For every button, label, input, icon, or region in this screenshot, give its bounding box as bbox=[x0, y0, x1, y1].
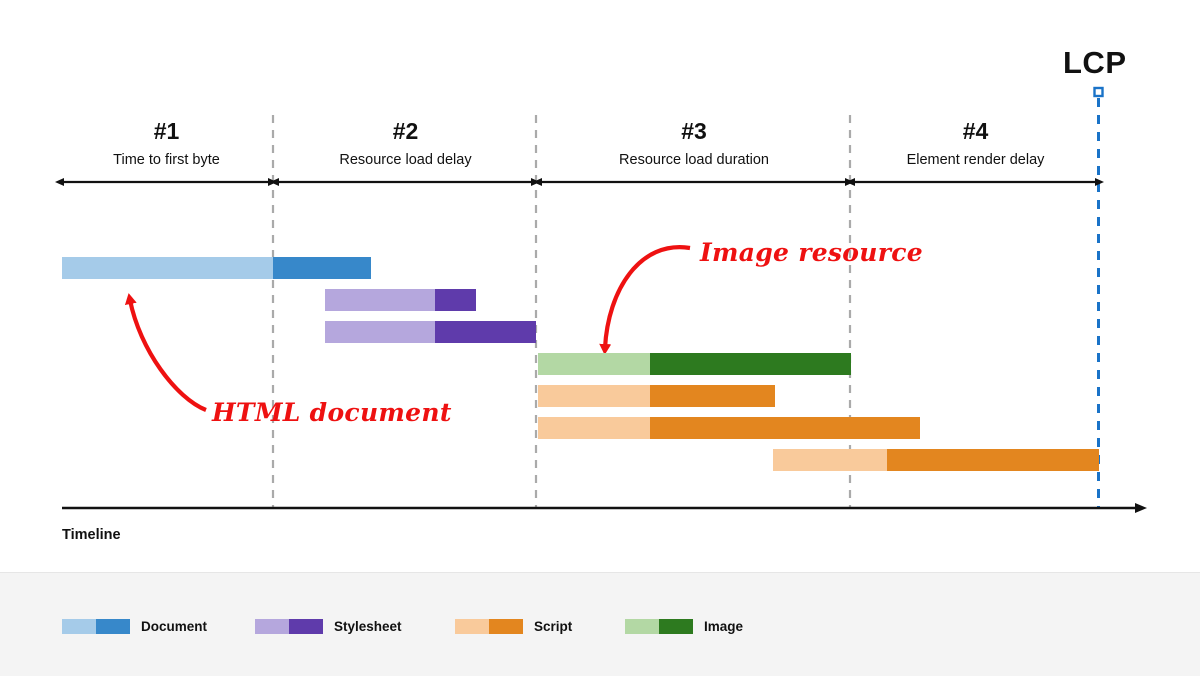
resource-bar-stylesheet-2[interactable] bbox=[325, 321, 536, 343]
bar-segment-downloading bbox=[435, 321, 536, 343]
timeline-label: Timeline bbox=[62, 527, 121, 543]
bar-segment-waiting bbox=[325, 321, 435, 343]
swatch-light bbox=[625, 618, 659, 634]
resource-bar-script-2[interactable] bbox=[538, 417, 920, 439]
annotation-image-resource: Image resource bbox=[700, 238, 923, 267]
bar-segment-waiting bbox=[773, 449, 887, 471]
swatch-dark bbox=[96, 618, 130, 634]
swatch-light bbox=[62, 618, 96, 634]
legend-item-stylesheet[interactable]: Stylesheet bbox=[255, 617, 402, 635]
legend-swatch-script bbox=[455, 618, 523, 634]
legend-label: Script bbox=[534, 618, 573, 634]
legend-band bbox=[0, 572, 1200, 676]
image-resource-annotation-arrow bbox=[599, 245, 691, 355]
legend-item-document[interactable]: Document bbox=[62, 617, 207, 635]
phase-label-1: Time to first byte bbox=[113, 152, 220, 168]
resource-bar-script-3[interactable] bbox=[773, 449, 1099, 471]
swatch-dark bbox=[289, 618, 323, 634]
legend-swatch-image bbox=[625, 618, 693, 634]
legend-label: Stylesheet bbox=[334, 618, 402, 634]
swatch-dark bbox=[489, 618, 523, 634]
phase-number-1: #1 bbox=[153, 118, 180, 144]
bar-segment-waiting bbox=[62, 257, 273, 279]
phase-divider-group bbox=[271, 115, 852, 508]
swatch-light bbox=[455, 618, 489, 634]
legend-swatch-document bbox=[62, 618, 130, 634]
legend-swatch-stylesheet bbox=[255, 618, 323, 634]
resource-bar-document[interactable] bbox=[62, 257, 371, 279]
lcp-label: LCP bbox=[1063, 45, 1127, 80]
resource-bar-image[interactable] bbox=[538, 353, 851, 375]
legend-label: Document bbox=[141, 618, 208, 634]
bar-segment-downloading bbox=[650, 385, 775, 407]
phase-label-4: Element render delay bbox=[906, 152, 1045, 168]
bar-segment-waiting bbox=[325, 289, 435, 311]
bar-segment-waiting bbox=[538, 353, 650, 375]
bar-segment-downloading bbox=[887, 449, 1099, 471]
phase-label-3: Resource load duration bbox=[619, 152, 769, 168]
legend-item-script[interactable]: Script bbox=[455, 617, 572, 635]
bar-segment-downloading bbox=[273, 257, 371, 279]
resource-bar-stylesheet-1[interactable] bbox=[325, 289, 476, 311]
resource-bar-script-1[interactable] bbox=[538, 385, 775, 407]
phase-number-3: #3 bbox=[681, 118, 707, 144]
bar-segment-downloading bbox=[435, 289, 476, 311]
swatch-dark bbox=[659, 618, 693, 634]
phase-label-2: Resource load delay bbox=[339, 152, 472, 168]
swatch-light bbox=[255, 618, 289, 634]
bar-segment-waiting bbox=[538, 417, 650, 439]
phase-number-4: #4 bbox=[962, 118, 989, 144]
html-document-annotation-arrow bbox=[124, 293, 207, 412]
legend-label: Image bbox=[704, 618, 744, 634]
bar-segment-downloading bbox=[650, 417, 920, 439]
bar-segment-downloading bbox=[650, 353, 851, 375]
lcp-marker-line bbox=[1093, 86, 1104, 508]
annotation-html-document: HTML document bbox=[212, 398, 452, 427]
bar-segment-waiting bbox=[538, 385, 650, 407]
legend-item-image[interactable]: Image bbox=[625, 617, 743, 635]
phase-number-2: #2 bbox=[392, 118, 419, 144]
